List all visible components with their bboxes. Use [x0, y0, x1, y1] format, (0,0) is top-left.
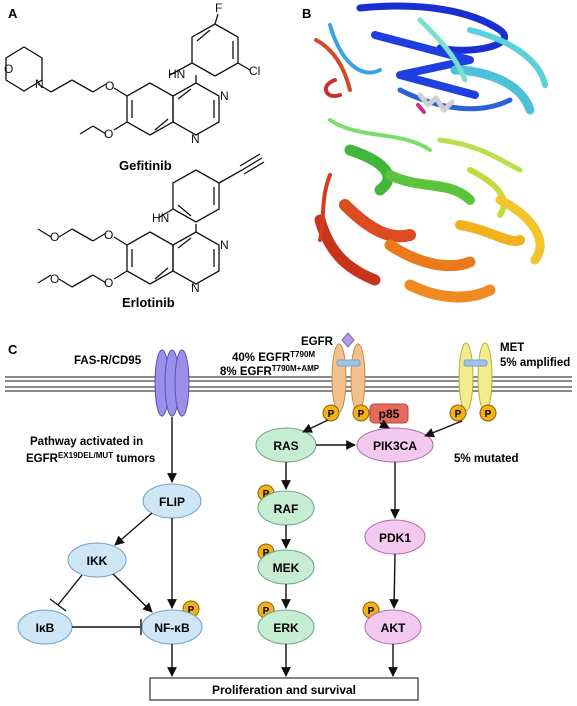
node-flip: FLIP	[142, 483, 202, 519]
phospho-label: P	[263, 606, 270, 617]
phospho-label: P	[328, 409, 335, 420]
pathway-note-line1: Pathway activated in	[30, 436, 143, 448]
node-akt-label: AKT	[381, 621, 406, 635]
protein-structure-ribbon	[314, 2, 548, 303]
node-nfkb: NF-κB	[141, 609, 203, 645]
erlotinib-name: Erlotinib	[122, 295, 175, 310]
node-ikk-label: IKK	[87, 554, 108, 568]
pathway-note-tail: tumors	[113, 453, 155, 465]
node-akt: AKT	[364, 609, 422, 645]
phospho-label: P	[263, 548, 270, 559]
phospho-met-right: P	[479, 404, 497, 422]
node-mek: MEK	[257, 549, 315, 585]
pathway-note-gene: EGFR	[26, 453, 59, 465]
egfr-receptor	[331, 332, 366, 413]
gefitinib-name: Gefitinib	[119, 158, 172, 173]
erlotinib-atom-o2: O	[50, 230, 59, 244]
fas-receptor-label: FAS-R/CD95	[74, 355, 142, 367]
gefitinib-structure	[5, 13, 251, 136]
phospho-badges: P P P P P P P P	[182, 404, 497, 619]
inhibit-ikk-ikb-bar	[49, 598, 67, 612]
node-flip-label: FLIP	[159, 495, 185, 509]
egfr-line1-main: 40% EGFR	[232, 352, 291, 364]
arrow-met-pik3ca	[424, 420, 463, 438]
erlotinib-atom-n1: N	[220, 238, 229, 252]
phospho-egfr-right: P	[352, 404, 370, 422]
node-ras: RAS	[255, 427, 317, 463]
gefitinib-atom-o-ether2: O	[104, 127, 113, 141]
met-receptor	[458, 342, 493, 412]
egfr-title: EGFR	[301, 336, 334, 348]
node-erk: ERK	[257, 609, 315, 645]
node-pdk1-label: PDK1	[379, 531, 411, 545]
pathway-note-line2: EGFREX19DEL/MUT tumors	[26, 451, 155, 465]
gefitinib-atom-n1: N	[220, 89, 229, 103]
gefitinib-atom-cl: Cl	[249, 64, 260, 78]
inhibit-ikk-ikb	[57, 574, 83, 606]
pathway-arrows	[49, 417, 463, 677]
arrow-ikk-nfkb	[112, 573, 153, 613]
gefitinib-atom-f: F	[215, 1, 222, 15]
erlotinib-atom-o1: O	[104, 228, 113, 242]
erlotinib-atom-o4: O	[50, 272, 59, 286]
erlotinib-atom-nh: HN	[152, 211, 169, 225]
node-pik3ca: PIK3CA	[356, 427, 434, 463]
phospho-label: P	[263, 489, 270, 500]
node-pik3ca-label: PIK3CA	[373, 439, 417, 453]
phospho-met-left: P	[449, 404, 467, 422]
met-title: MET	[500, 342, 524, 354]
gefitinib-atom-nh: HN	[168, 67, 185, 81]
arrow-p85-pik3ca	[378, 419, 390, 429]
phospho-egfr-left: P	[322, 404, 340, 422]
node-ikk: IKK	[67, 542, 127, 578]
pik3ca-mutation-note: 5% mutated	[454, 453, 519, 465]
node-ikb-label: IκB	[36, 621, 55, 635]
erlotinib-structure	[37, 153, 265, 288]
erlotinib-atom-n2: N	[191, 281, 200, 295]
arrow-flip-ikk	[114, 512, 153, 546]
p85-label: p85	[379, 407, 400, 421]
gefitinib-atoms: F Cl HN N N O O O N	[4, 1, 260, 146]
panel-label-b: B	[302, 6, 311, 21]
erlotinib-atom-o3: O	[104, 276, 113, 290]
pathway-note-sup: EX19DEL/MUT	[58, 451, 113, 460]
node-nfkb-label: NF-κB	[154, 621, 190, 635]
gefitinib-atom-o-ether1: O	[105, 79, 114, 93]
egfr-line1-sup: T790M	[290, 350, 315, 359]
egfr-line1: 40% EGFRT790M	[232, 350, 315, 364]
phospho-label: P	[358, 409, 365, 420]
node-pdk1: PDK1	[364, 519, 426, 555]
phospho-label: P	[368, 606, 375, 617]
egfr-line2-sup: T790M+AMP	[272, 364, 320, 373]
fas-receptor	[154, 349, 190, 417]
output-label: Proliferation and survival	[212, 683, 356, 697]
node-ras-label: RAS	[273, 439, 298, 453]
phospho-label: P	[485, 409, 492, 420]
panel-label-a: A	[8, 6, 18, 21]
arrow-pdk1-akt	[389, 553, 400, 609]
phospho-label: P	[188, 605, 195, 616]
egfr-line2: 8% EGFRT790M+AMP	[220, 364, 320, 378]
gefitinib-atom-n-morph: N	[35, 77, 44, 91]
node-mek-label: MEK	[273, 561, 300, 575]
gefitinib-atom-o-morph: O	[4, 62, 13, 76]
arrow-egfr-ras	[302, 419, 329, 433]
node-erk-label: ERK	[273, 621, 299, 635]
phospho-label: P	[455, 409, 462, 420]
erlotinib-atoms: HN N N O O O O	[50, 211, 229, 295]
met-subtitle: 5% amplified	[500, 357, 570, 369]
panel-label-c: C	[8, 342, 18, 357]
node-raf-label: RAF	[274, 502, 299, 516]
egfr-line2-main: 8% EGFR	[220, 366, 272, 378]
output-box	[149, 677, 419, 701]
node-raf: RAF	[257, 490, 315, 526]
node-ikb: IκB	[17, 609, 73, 645]
gefitinib-atom-n2: N	[191, 132, 200, 146]
